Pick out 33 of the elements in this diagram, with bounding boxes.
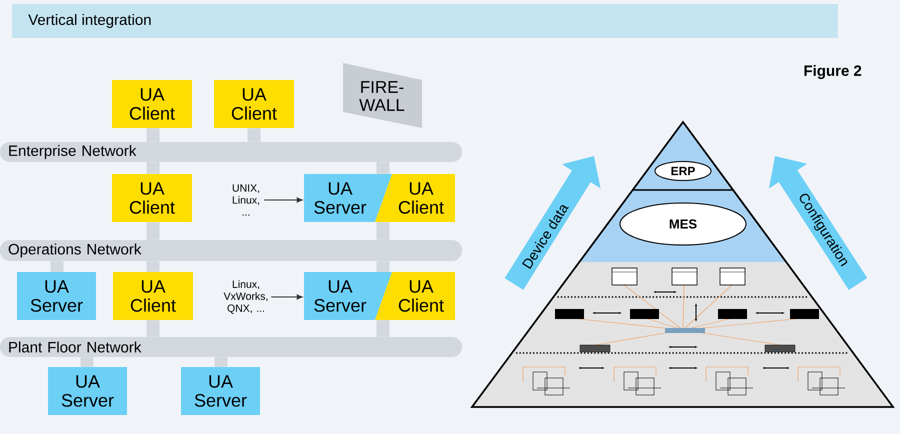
server-box: UA Server xyxy=(304,272,392,320)
network-bar: Operations Network xyxy=(0,240,462,261)
os-list-text: UNIX, Linux, ... xyxy=(232,184,260,216)
connector-line xyxy=(80,357,94,367)
connector-line xyxy=(376,261,390,272)
client-box: UA Client xyxy=(375,174,455,222)
connector-line xyxy=(146,222,160,240)
arrow xyxy=(270,294,302,300)
connector-line xyxy=(248,128,260,142)
server-box: UA Server xyxy=(17,272,96,320)
network-bar: Enterprise Network xyxy=(0,142,462,162)
title-bar: Vertical integration xyxy=(12,4,838,38)
server-box: UA Server xyxy=(48,367,127,415)
connector-line xyxy=(376,320,390,337)
server-box: UA Server xyxy=(181,367,260,415)
connector-line xyxy=(214,357,228,367)
arrow xyxy=(264,197,302,203)
connector-line xyxy=(146,320,160,337)
figure-label: Figure 2 xyxy=(804,64,862,80)
client-box: UA Client xyxy=(112,80,192,128)
client-box: UA Client xyxy=(375,272,455,320)
client-box: UA Client xyxy=(214,80,294,128)
connector-line xyxy=(146,162,160,174)
connector-line xyxy=(376,222,390,240)
connector-line xyxy=(376,162,390,174)
connector-line xyxy=(50,261,64,272)
server-box: UA Server xyxy=(304,174,392,222)
client-box: UA Client xyxy=(112,174,192,222)
connector-line xyxy=(146,261,160,272)
os-list-text: Linux, VxWorks, QNX, ... xyxy=(224,280,268,314)
client-box: UA Client xyxy=(113,272,193,320)
network-bar: Plant Floor Network xyxy=(0,337,462,357)
connector-line xyxy=(146,128,160,142)
